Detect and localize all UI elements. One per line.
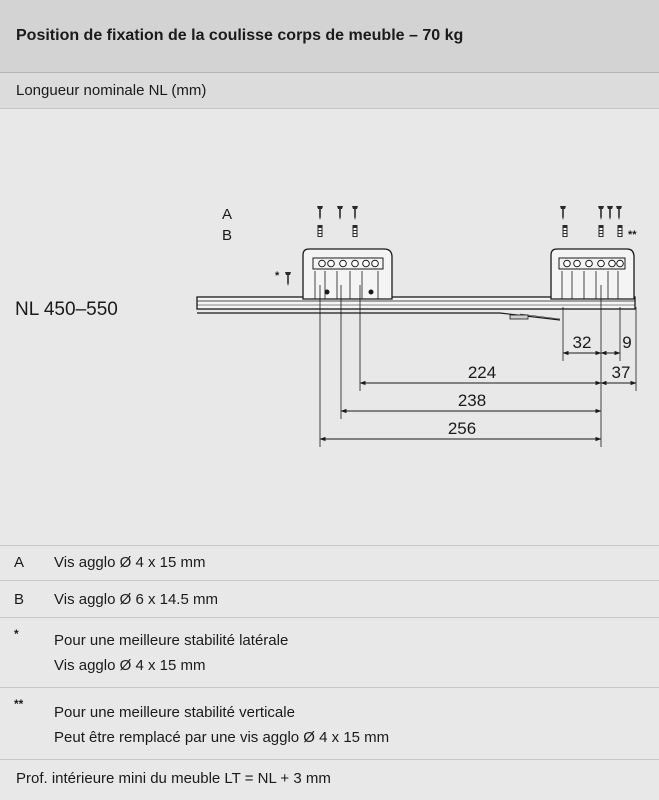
runner-rail (196, 296, 636, 321)
extension-lines (319, 285, 637, 447)
double-star-marker: ** (628, 229, 637, 241)
screw-label-a: A (222, 206, 232, 223)
dimension-lines (319, 350, 637, 442)
legend-text: Peut être remplacé par une vis agglo Ø 4… (54, 729, 390, 746)
legend-key: B (14, 591, 25, 608)
screw-label-b: B (222, 227, 232, 244)
screw-icons-right (560, 206, 623, 237)
page-title: Position de fixation de la coulisse corp… (16, 27, 464, 44)
dim-256: 256 (448, 419, 476, 438)
legend-key: A (14, 554, 25, 571)
nl-range-label: NL 450–550 (15, 299, 118, 320)
front-bracket (302, 248, 393, 300)
nominal-length-label: Longueur nominale NL (mm) (16, 82, 207, 99)
legend-text: Vis agglo Ø 6 x 14.5 mm (54, 591, 218, 608)
legend-row-b: B Vis agglo Ø 6 x 14.5 mm (0, 581, 659, 618)
legend-text: Pour une meilleure stabilité verticale (54, 704, 295, 721)
legend-row-star: * Pour une meilleure stabilité latérale … (0, 618, 659, 688)
rear-bracket (550, 248, 635, 300)
dim-37: 37 (612, 363, 631, 382)
footer-text: Prof. intérieure mini du meuble LT = NL … (16, 770, 331, 787)
diagram-svg: NL 450–550 A B * ** (15, 206, 637, 447)
dim-224: 224 (468, 363, 496, 382)
dim-32: 32 (573, 333, 592, 352)
mounting-diagram: NL 450–550 A B * ** (0, 109, 659, 545)
legend-key: ** (14, 697, 24, 711)
dim-238: 238 (458, 391, 486, 410)
legend-text: Vis agglo Ø 4 x 15 mm (54, 554, 206, 571)
legend-row-double-star: ** Pour une meilleure stabilité vertical… (0, 688, 659, 760)
legend-key: * (14, 627, 19, 641)
legend-row-a: A Vis agglo Ø 4 x 15 mm (0, 546, 659, 581)
subheader-bar: Longueur nominale NL (mm) (0, 73, 659, 109)
dim-9: 9 (622, 333, 631, 352)
header-bar: Position de fixation de la coulisse corp… (0, 0, 659, 73)
screw-legend: A Vis agglo Ø 4 x 15 mm B Vis agglo Ø 6 … (0, 545, 659, 760)
footer-note: Prof. intérieure mini du meuble LT = NL … (0, 760, 659, 800)
legend-text: Pour une meilleure stabilité latérale (54, 632, 289, 649)
star-marker: * (275, 270, 280, 282)
legend-text: Vis agglo Ø 4 x 15 mm (54, 657, 206, 674)
